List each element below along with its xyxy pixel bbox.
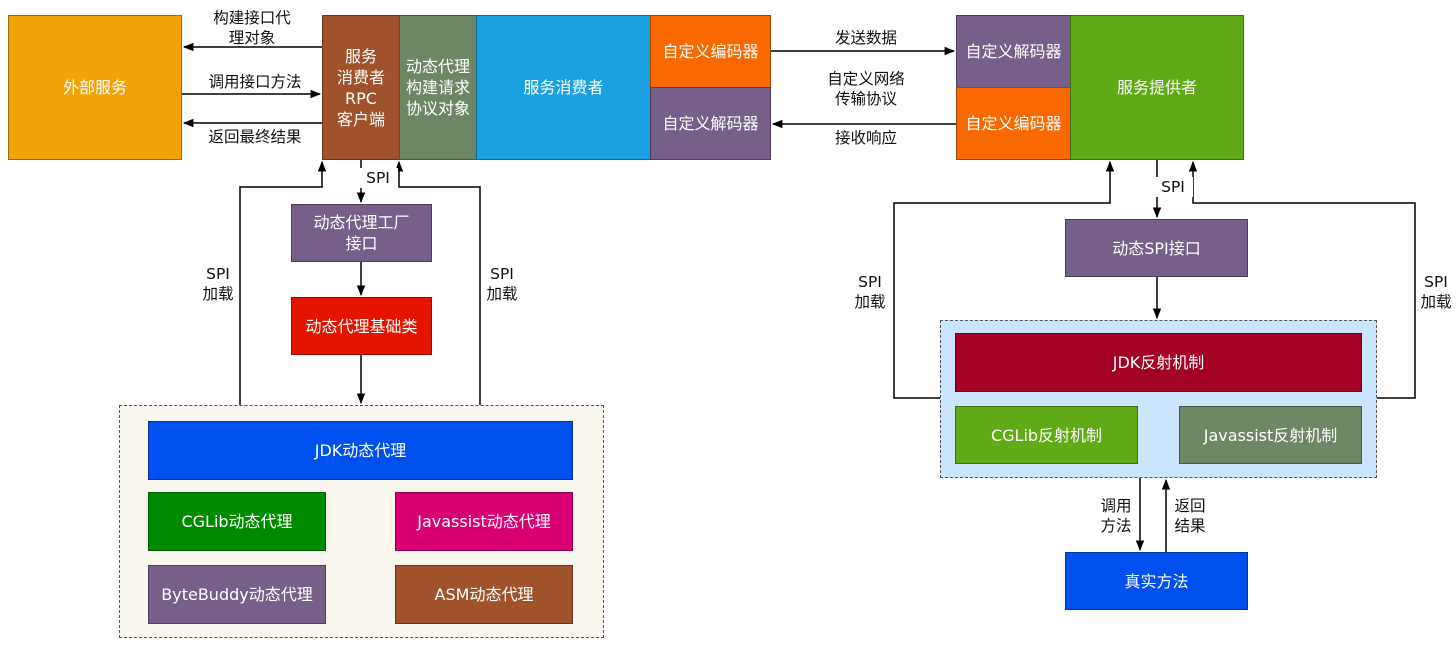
service-provider-node: 服务提供者 — [1070, 15, 1244, 160]
label-receive-response: 接收响应 — [834, 129, 897, 147]
label-spi-right: SPI — [1153, 177, 1193, 197]
cglib-reflect-node: CGLib反射机制 — [955, 406, 1138, 464]
arrow-spi-load-reflect-left — [893, 160, 1115, 399]
label-send-data: 发送数据 — [834, 29, 897, 47]
label-return-result: 返回最终结果 — [208, 128, 302, 146]
dynamic-spi-node: 动态SPI接口 — [1065, 219, 1248, 277]
label-spi-left: SPI — [358, 168, 398, 188]
proxy-factory-node: 动态代理工厂 接口 — [291, 204, 432, 262]
proxy-base-node: 动态代理基础类 — [291, 297, 432, 355]
jdk-proxy-node: JDK动态代理 — [148, 421, 573, 480]
javassist-proxy-node: Javassist动态代理 — [395, 492, 573, 551]
label-invoke-method: 调用 方法 — [1100, 497, 1132, 535]
external-service-node: 外部服务 — [8, 15, 182, 160]
dynamic-proxy-request-node: 动态代理 构建请求 协议对象 — [399, 15, 477, 160]
consumer-decoder-node: 自定义解码器 — [650, 87, 771, 160]
label-spi-load-1: SPI 加载 — [202, 265, 234, 303]
bytebuddy-proxy-node: ByteBuddy动态代理 — [148, 565, 326, 624]
label-custom-protocol: 自定义网络 传输协议 — [827, 70, 905, 108]
cglib-proxy-node: CGLib动态代理 — [148, 492, 326, 551]
asm-proxy-node: ASM动态代理 — [395, 565, 573, 624]
label-spi-load-4: SPI 加载 — [1420, 273, 1452, 311]
rpc-client-node: 服务 消费者 RPC 客户端 — [322, 15, 400, 160]
label-return-to: 返回 结果 — [1174, 497, 1206, 535]
arrow-spi-load-reflect-right — [1188, 160, 1416, 399]
arrow-spi-load-right — [394, 160, 481, 405]
label-build-proxy: 构建接口代 理对象 — [213, 9, 291, 47]
real-method-node: 真实方法 — [1065, 552, 1248, 610]
label-spi-load-2: SPI 加载 — [486, 265, 518, 303]
label-spi-load-3: SPI 加载 — [854, 273, 886, 311]
label-call-method: 调用接口方法 — [208, 73, 302, 91]
provider-decoder-node: 自定义解码器 — [956, 15, 1071, 88]
javassist-reflect-node: Javassist反射机制 — [1179, 406, 1362, 464]
service-consumer-node: 服务消费者 — [476, 15, 651, 160]
arrow-spi-load-left — [239, 160, 327, 405]
provider-encoder-node: 自定义编码器 — [956, 87, 1071, 160]
jdk-reflect-node: JDK反射机制 — [955, 333, 1362, 392]
